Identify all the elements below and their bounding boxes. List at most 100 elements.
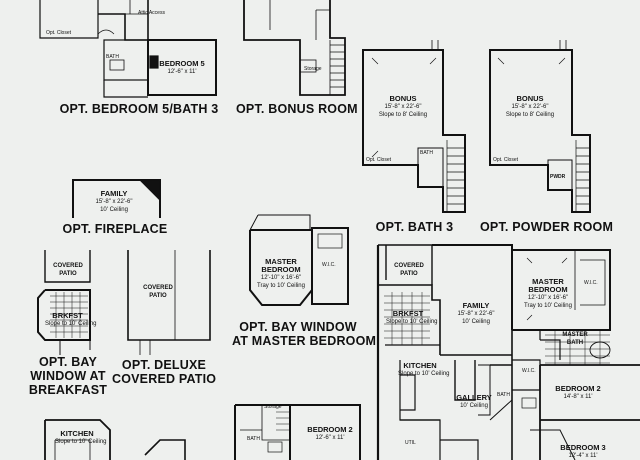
label-storage-lower: Storage [264, 404, 282, 410]
room-dims: 12'-6" x 11' [315, 435, 345, 441]
caption-opt-bay-master: OPT. BAY WINDOW AT MASTER BEDROOM [232, 320, 377, 348]
plan-bonus-room [243, 0, 346, 96]
room-name: KITCHEN [403, 361, 437, 370]
room-name: BRKFST [52, 311, 83, 320]
room-note: Slope to 10' Ceiling [398, 371, 450, 377]
room-bedroom3-main: BEDROOM 3 12'-4" x 11' [555, 444, 611, 460]
room-name: FAMILY [100, 189, 128, 198]
room-note: Tray to 10' Ceiling [524, 303, 572, 309]
label-closet-bed5: Opt. Closet [46, 30, 72, 36]
label-bath-main: BATH [497, 392, 510, 398]
room-master-bay: MASTER BEDROOM 12'-10" x 16'-6" Tray to … [252, 258, 310, 290]
room-dims: 12'-10" x 16'-6" [527, 295, 569, 301]
room-bedroom2-lower: BEDROOM 2 12'-6" x 11' [300, 426, 360, 442]
room-name: MASTER BEDROOM [261, 257, 301, 274]
room-kitchen-lower: KITCHEN Slope to 10' Ceiling [55, 429, 107, 446]
room-bonus-2: BONUS 15'-8" x 22'-6" Slope to 8' Ceilin… [494, 95, 566, 119]
label-util: UTIL [405, 440, 416, 446]
room-note: Slope to 8' Ceiling [505, 112, 555, 118]
caption-line: COVERED PATIO [112, 372, 217, 386]
label-wic-bay: W.I.C. [322, 262, 336, 268]
room-name: MASTER BEDROOM [528, 277, 568, 294]
label-bath-lower: BATH [247, 436, 260, 442]
room-name: FAMILY [462, 301, 490, 310]
label-closet-bath3: Opt. Closet [366, 157, 392, 163]
room-name: BONUS [389, 94, 417, 103]
plan-bedroom5-bath3 [39, 0, 217, 98]
room-note: Slope to 10' Ceiling [55, 439, 107, 445]
caption-line: BREAKFAST [28, 383, 108, 397]
caption-opt-bay-breakfast: OPT. BAY WINDOW AT BREAKFAST [26, 355, 110, 397]
caption-opt-fireplace: OPT. FIREPLACE [62, 222, 168, 236]
room-dims: 15'-8" x 22'-6" [457, 311, 495, 317]
caption-opt-powder-room: OPT. POWDER ROOM [480, 220, 614, 234]
caption-line: OPT. DELUXE [121, 358, 207, 372]
room-note: Slope to 8' Ceiling [378, 112, 428, 118]
room-master-bath: MASTER BATH [560, 331, 590, 347]
room-bedroom2-main: BEDROOM 2 14'-8" x 11' [550, 385, 606, 401]
room-name: COVERED PATIO [394, 263, 424, 277]
room-name: KITCHEN [60, 429, 94, 438]
room-note: 10' Ceiling [460, 403, 488, 409]
room-dims: 12'-10" x 16'-6" [260, 275, 302, 281]
caption-opt-bath3: OPT. BATH 3 [375, 220, 454, 234]
label-attic-access: Attic Access [138, 10, 165, 16]
room-covered-patio-main: COVERED PATIO [386, 262, 432, 278]
room-brkfst-a: BRKFST Slope to 10' Ceiling [45, 311, 97, 328]
room-dims: 15'-8" x 22'-6" [511, 104, 549, 110]
room-name: BEDROOM 3 [560, 443, 606, 452]
plan-lower-left [44, 404, 361, 460]
room-name: COVERED PATIO [143, 285, 173, 299]
room-family-fireplace: FAMILY 15'-8" x 22'-6" 10' Ceiling [88, 190, 140, 214]
room-name: BEDROOM 2 [307, 425, 353, 434]
caption-line: OPT. BAY [38, 355, 98, 369]
room-note: Tray to 10' Ceiling [257, 283, 305, 289]
room-note: 10' Ceiling [100, 207, 128, 213]
plan-opt-bay-master [249, 214, 349, 306]
room-family-main: FAMILY 15'-8" x 22'-6" 10' Ceiling [446, 302, 506, 326]
room-dims: 12'-6" x 11' [167, 69, 197, 75]
label-closet-powder: Opt. Closet [493, 157, 519, 163]
room-name: BEDROOM 5 [159, 59, 205, 68]
plan-opt-fireplace [72, 179, 161, 218]
caption-opt-deluxe-patio: OPT. DELUXE COVERED PATIO [112, 358, 216, 386]
room-name: BEDROOM 2 [555, 384, 601, 393]
label-bath-bed5: BATH [106, 54, 119, 60]
room-name: BRKFST [392, 309, 424, 318]
label-wic-main: W.I.C. [584, 280, 598, 286]
room-gallery: GALLERY 10' Ceiling [454, 394, 494, 410]
room-note: Slope to 10' Ceiling [45, 321, 97, 327]
room-name: MASTER BATH [562, 332, 588, 346]
plan-opt-bath3 [362, 40, 466, 213]
room-covered-patio-a: COVERED PATIO [48, 262, 88, 278]
caption-opt-bonus-room: OPT. BONUS ROOM [236, 102, 358, 116]
label-wic-bed2: W.I.C. [522, 368, 536, 374]
caption-line: AT MASTER BEDROOM [232, 334, 377, 348]
room-master-main: MASTER BEDROOM 12'-10" x 16'-6" Tray to … [520, 278, 576, 310]
room-covered-patio-b: COVERED PATIO [138, 284, 178, 300]
caption-opt-bedroom5-bath3: OPT. BEDROOM 5/BATH 3 [59, 102, 219, 116]
room-dims: 14'-8" x 11' [563, 394, 593, 400]
room-dims: 15'-8" x 22'-6" [384, 104, 422, 110]
plan-main-floor [376, 244, 640, 460]
caption-line: OPT. BAY WINDOW [239, 320, 357, 334]
plan-opt-powder-room [489, 40, 591, 213]
caption-line: WINDOW AT [30, 369, 106, 383]
room-dims: 15'-8" x 22'-6" [95, 199, 133, 205]
room-note: 10' Ceiling [462, 319, 490, 325]
plan-opt-deluxe-patio [127, 250, 211, 355]
room-note: Slope to 10' Ceiling [386, 319, 438, 325]
room-kitchen-main: KITCHEN Slope to 10' Ceiling [398, 361, 450, 378]
room-brkfst-main: BRKFST Slope to 10' Ceiling [386, 309, 438, 326]
room-dims: 12'-4" x 11' [568, 453, 598, 459]
room-name: GALLERY [456, 393, 492, 402]
label-pwdr: PWDR [550, 174, 566, 180]
room-name: COVERED PATIO [53, 263, 83, 277]
room-bonus-1: BONUS 15'-8" x 22'-6" Slope to 8' Ceilin… [368, 95, 438, 119]
label-storage-bonus: Storage [304, 66, 322, 72]
label-bath-opt3: BATH [420, 150, 433, 156]
room-bedroom5: BEDROOM 5 12'-6" x 11' [152, 60, 212, 76]
room-name: BONUS [516, 94, 544, 103]
plan-opt-bay-breakfast [37, 250, 91, 355]
